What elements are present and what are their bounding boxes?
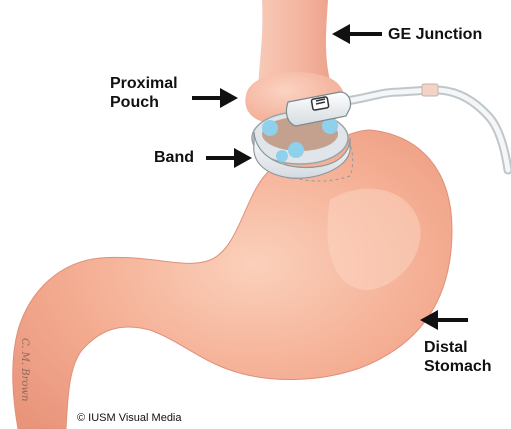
arrow-band <box>206 148 252 168</box>
label-proximal-pouch-line2: Pouch <box>110 93 159 112</box>
band-cushion <box>276 150 288 162</box>
arrow-proximal-pouch <box>192 88 238 108</box>
arrow-ge-junction <box>332 24 382 44</box>
copyright-credit: © IUSM Visual Media <box>77 412 182 424</box>
label-distal-stomach-line1: Distal <box>424 338 468 357</box>
tubing-connector <box>422 84 438 96</box>
label-band: Band <box>154 148 194 167</box>
artist-signature: C. M. Brown <box>19 338 30 401</box>
label-distal-stomach-line2: Stomach <box>424 357 492 376</box>
band-cushion <box>262 120 278 136</box>
label-proximal-pouch-line1: Proximal <box>110 74 178 93</box>
band-cushion <box>288 142 304 158</box>
label-ge-junction: GE Junction <box>388 25 482 44</box>
